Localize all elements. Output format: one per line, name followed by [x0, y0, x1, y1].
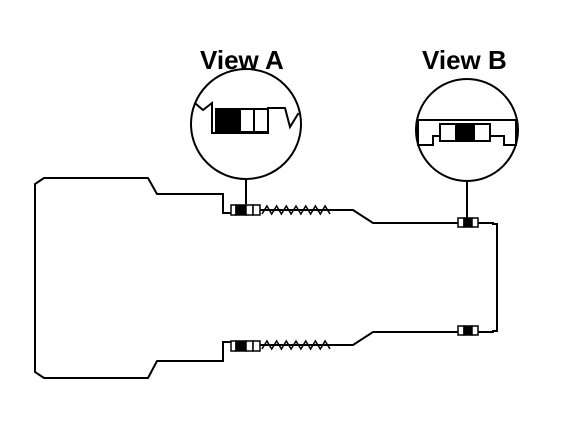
seal-top-left-ring-a — [245, 204, 254, 216]
thread-top — [261, 204, 331, 216]
seal-top-right — [457, 217, 479, 228]
seal-top-right-oring — [463, 217, 473, 228]
thread-bottom — [261, 339, 331, 351]
seal-bottom-right-ring-right — [471, 325, 479, 336]
view-a-seal-ring — [253, 108, 269, 133]
view-a-detail — [190, 68, 302, 204]
seal-bottom-left — [230, 340, 261, 352]
view-b-detail — [415, 78, 519, 219]
view-b-label: View B — [422, 45, 507, 75]
seal-bottom-left-oring — [235, 340, 247, 352]
view-b-ring-left — [439, 123, 457, 142]
seal-top-left-ring-b — [252, 204, 261, 216]
seal-top-right-ring-right — [471, 217, 479, 228]
view-a-seal-solid — [215, 108, 241, 133]
seal-bottom-right-oring — [463, 325, 473, 336]
seal-top-right-ring-left — [457, 217, 465, 228]
view-a-label: View A — [200, 45, 284, 75]
view-a-seal-half — [239, 108, 255, 133]
seal-top-left-oring — [235, 204, 247, 216]
view-b-seal-solid — [455, 123, 475, 142]
seal-bottom-right — [457, 325, 479, 336]
seal-bottom-left-ring-b — [252, 340, 261, 352]
seal-bottom-right-ring-left — [457, 325, 465, 336]
seal-top-left — [230, 204, 261, 216]
seal-bottom-left-ring-a — [245, 340, 254, 352]
view-b-ring-right — [473, 123, 491, 142]
